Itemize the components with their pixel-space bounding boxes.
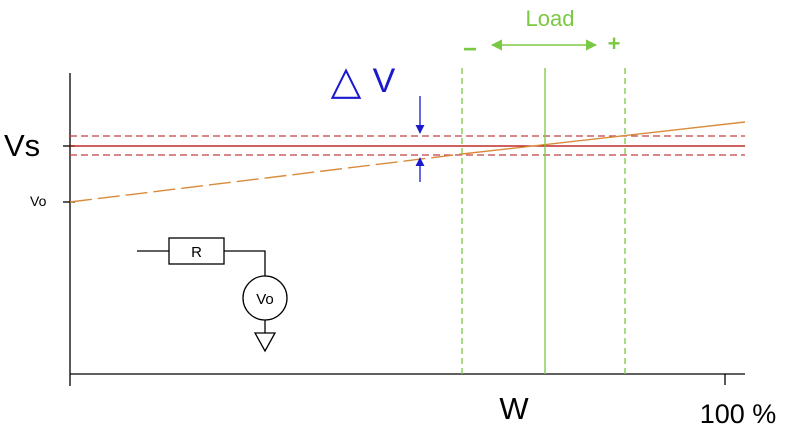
- delta-v-label: V: [373, 62, 396, 100]
- delta-symbol: △: [331, 59, 362, 103]
- resistor-symbol: [168, 237, 225, 265]
- voltage-source-label: Vo: [256, 291, 274, 308]
- delta-v-indicator: △ V: [331, 59, 425, 182]
- resistor-output-wire: [224, 250, 266, 276]
- characteristic-dashed-segment: [69, 153, 463, 203]
- ground-symbol: [253, 332, 277, 353]
- vs-label: Vs: [4, 128, 40, 163]
- circuit-schematic: R Vo: [137, 237, 288, 353]
- axes: [63, 73, 745, 386]
- characteristic-line: [69, 121, 746, 203]
- reference-lines: [70, 135, 745, 156]
- load-markers: Load − +: [461, 6, 626, 374]
- load-label: Load: [526, 6, 575, 31]
- load-minus-label: −: [463, 36, 477, 63]
- characteristic-solid-segment: [461, 121, 746, 155]
- vo-label: Vo: [30, 193, 47, 209]
- resistor-label: R: [191, 244, 202, 261]
- load-plus-label: +: [608, 31, 621, 56]
- axis-labels: Vs Vo W 100 %: [4, 128, 776, 429]
- x-axis-100-percent-label: 100 %: [700, 399, 777, 429]
- w-axis-label: W: [499, 391, 529, 426]
